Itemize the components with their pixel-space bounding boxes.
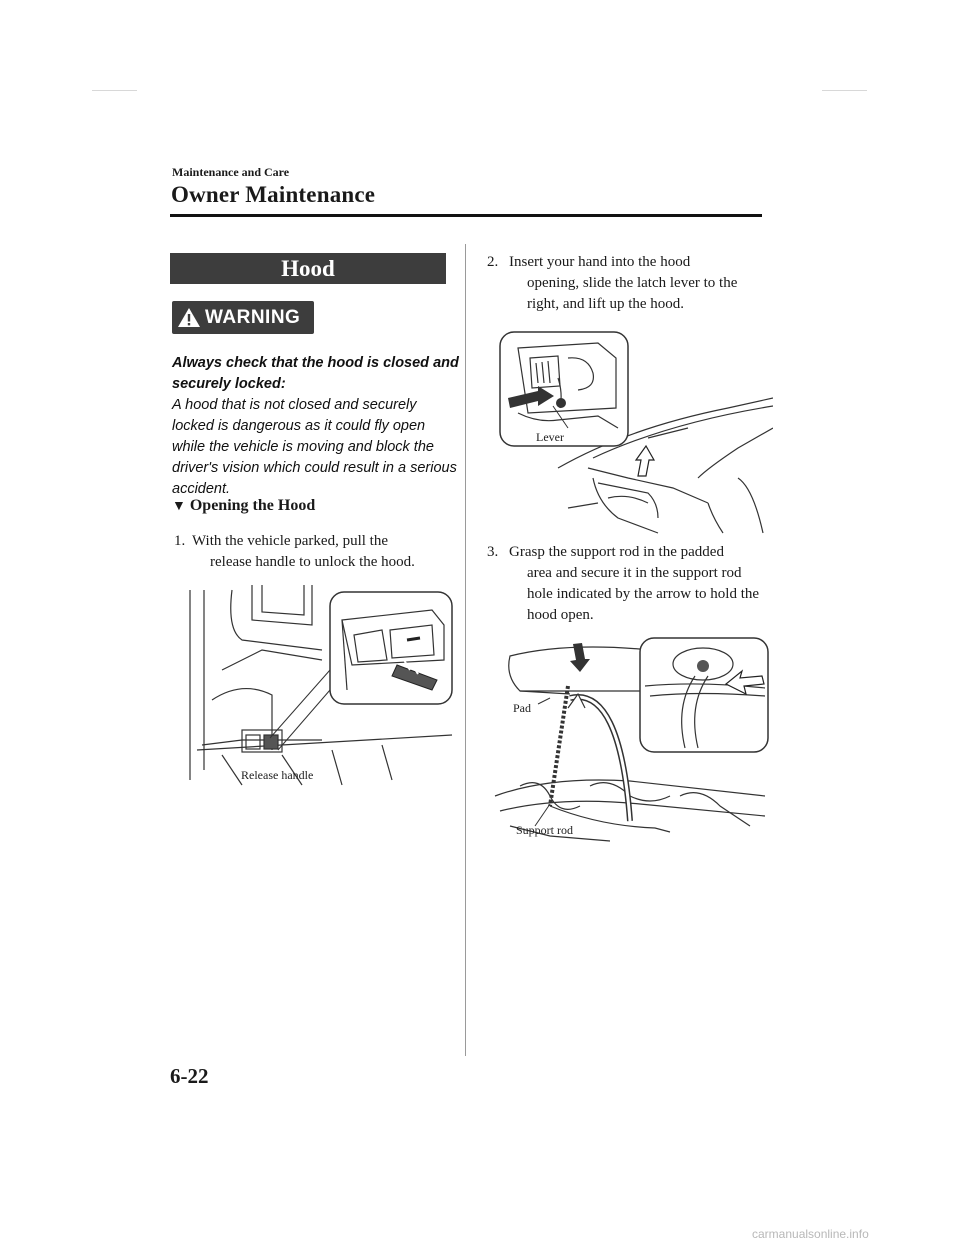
page-title: Owner Maintenance bbox=[171, 182, 376, 207]
crop-mark bbox=[92, 90, 137, 91]
step-number: 2. bbox=[487, 254, 499, 270]
support-rod-figure bbox=[494, 637, 769, 842]
triangle-marker-icon: ▼ bbox=[172, 499, 186, 514]
step-2: 2. Insert your hand into the hood openin… bbox=[487, 252, 777, 318]
release-handle-label: Release handle bbox=[241, 768, 314, 782]
subsection-title: Opening the Hood bbox=[189, 497, 316, 514]
pad-label: Pad bbox=[513, 701, 531, 715]
step-number: 1. bbox=[174, 533, 186, 549]
warning-text: Always check that the hood is closed and… bbox=[172, 353, 462, 500]
warning-icon bbox=[178, 308, 200, 327]
step-line: Insert your hand into the hood bbox=[509, 254, 691, 270]
header-rule bbox=[170, 214, 762, 217]
column-divider bbox=[465, 244, 466, 1056]
step-line: right, and lift up the hood. bbox=[527, 296, 685, 312]
warning-label: WARNING bbox=[205, 307, 301, 328]
warning-body: A hood that is not closed and securely l… bbox=[172, 397, 457, 497]
step-3: 3. Grasp the support rod in the padded a… bbox=[487, 542, 777, 630]
release-handle-figure bbox=[189, 585, 453, 786]
crop-mark bbox=[822, 90, 867, 91]
lever-label: Lever bbox=[536, 430, 564, 444]
step-line: hood open. bbox=[527, 607, 594, 623]
step-1: 1. With the vehicle parked, pull the rel… bbox=[174, 531, 464, 575]
warning-badge: WARNING bbox=[172, 301, 314, 334]
support-rod-label: Support rod bbox=[516, 823, 573, 837]
step-line: Grasp the support rod in the padded bbox=[509, 544, 724, 560]
step-line: opening, slide the latch lever to the bbox=[527, 275, 738, 291]
hood-lever-figure bbox=[499, 331, 773, 534]
watermark: carmanualsonline.info bbox=[752, 1227, 869, 1241]
step-number: 3. bbox=[487, 544, 499, 560]
step-line: area and secure it in the support rod bbox=[527, 565, 742, 581]
section-title: Hood bbox=[170, 253, 446, 284]
step-line: hole indicated by the arrow to hold the bbox=[527, 586, 760, 602]
step-line: With the vehicle parked, pull the bbox=[192, 533, 388, 549]
warning-lead: Always check that the hood is closed and… bbox=[172, 355, 459, 392]
step-line: release handle to unlock the hood. bbox=[210, 554, 415, 570]
chapter-label: Maintenance and Care bbox=[172, 165, 290, 179]
subsection-heading: ▼Opening the Hood bbox=[172, 497, 315, 515]
page-number: 6-22 bbox=[170, 1064, 209, 1088]
